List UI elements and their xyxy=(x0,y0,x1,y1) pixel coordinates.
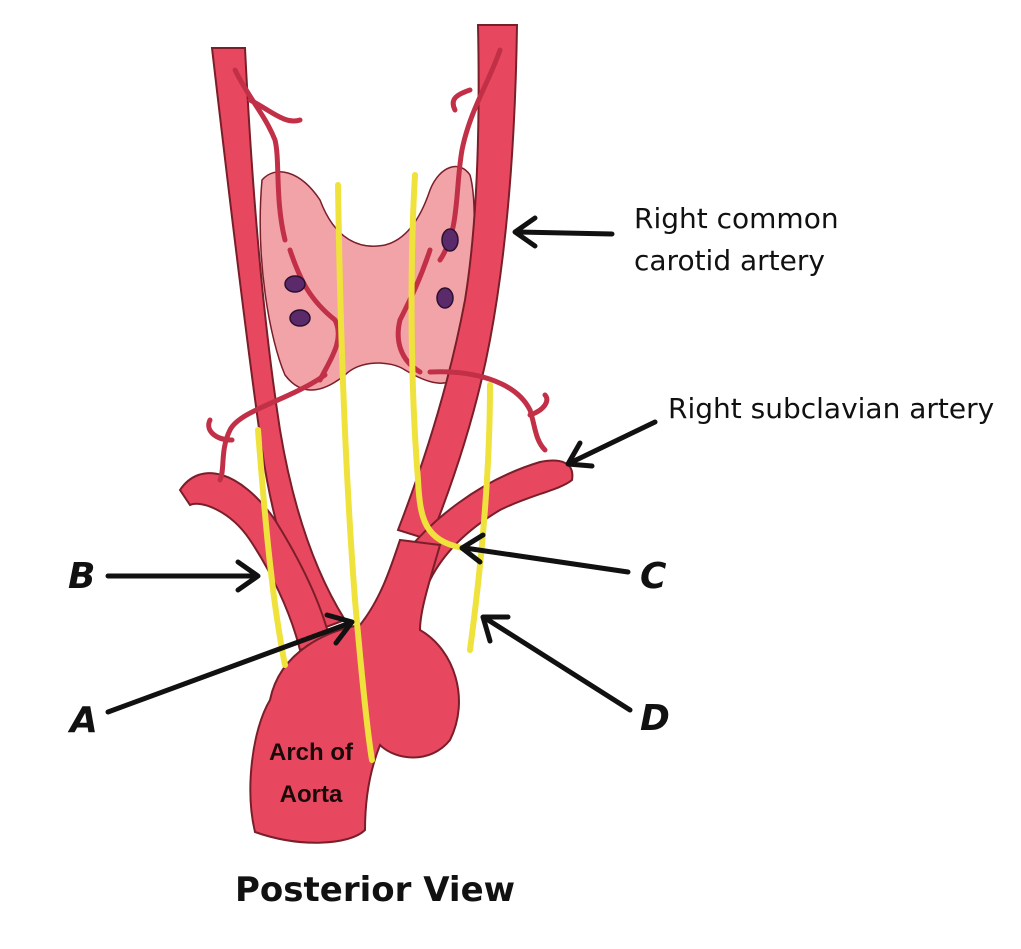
label-right-common-carotid: Right common carotid artery xyxy=(634,198,839,282)
branch-vessel xyxy=(287,247,341,383)
parathyroid-gland xyxy=(436,287,454,309)
label-arch-line2: Aorta xyxy=(279,781,343,808)
label-arch-line1: Arch of xyxy=(269,739,353,766)
arrowhead xyxy=(512,215,538,249)
right-subclavian-artery xyxy=(398,459,574,582)
recurrent-laryngeal-nerve-left xyxy=(255,427,288,668)
branch-vessel xyxy=(247,97,303,124)
branch-vessel xyxy=(450,87,473,113)
branch-vessel xyxy=(217,372,328,483)
branch-vessel xyxy=(427,369,548,453)
arrow-right-common-carotid xyxy=(515,229,615,237)
arrowhead xyxy=(565,440,595,469)
marker-b: B xyxy=(68,556,96,597)
branch-vessel xyxy=(527,392,550,418)
arrow-d xyxy=(482,615,633,713)
arrow-right-subclavian xyxy=(569,419,658,465)
arrowhead xyxy=(459,532,486,565)
parathyroid-gland xyxy=(289,309,311,327)
label-right-subclavian: Right subclavian artery xyxy=(668,392,995,425)
branch-vessel xyxy=(395,247,433,375)
aortic-arch xyxy=(249,538,460,844)
parathyroid-gland xyxy=(284,275,306,293)
arrowhead xyxy=(235,559,261,593)
vagus-nerve-left xyxy=(335,182,375,763)
parathyroid-gland xyxy=(441,228,459,252)
view-title: Posterior View xyxy=(235,870,516,910)
arrowhead xyxy=(324,612,355,646)
arrowhead xyxy=(480,614,511,644)
branch-vessel xyxy=(206,417,235,443)
label-arch-of-aorta: Arch of Aorta xyxy=(256,732,366,816)
marker-a: A xyxy=(70,700,98,741)
label-right-common-carotid-line2: carotid artery xyxy=(634,244,825,277)
marker-c: C xyxy=(640,556,667,597)
arrow-c xyxy=(462,545,631,575)
vagus-nerve-right xyxy=(408,172,465,551)
marker-d: D xyxy=(640,698,670,739)
arrow-a xyxy=(105,620,353,715)
branch-vessel xyxy=(232,67,288,243)
label-right-common-carotid-line1: Right common xyxy=(634,202,839,235)
arrows xyxy=(105,215,658,715)
recurrent-laryngeal-nerve-right xyxy=(467,382,493,653)
